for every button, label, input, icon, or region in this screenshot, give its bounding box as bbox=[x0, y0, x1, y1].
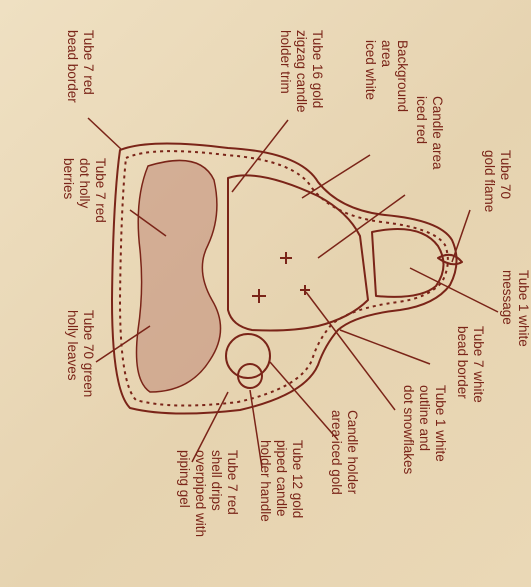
leader-snowflakes bbox=[306, 292, 395, 410]
label-candle-holder-area: Candle holder area iced gold bbox=[328, 410, 360, 495]
candle-holder bbox=[226, 334, 270, 378]
snowflake-2 bbox=[252, 289, 266, 303]
message-plaque bbox=[372, 229, 444, 297]
label-tube7-white-bead: Tube 7 white bead border bbox=[454, 326, 486, 403]
holly-wreath bbox=[137, 160, 221, 392]
leader-flame bbox=[452, 210, 470, 262]
snowflake-3 bbox=[300, 285, 310, 295]
label-tube70-gold-flame: Tube 70 gold flame bbox=[481, 150, 513, 212]
snowflake-1 bbox=[280, 252, 292, 264]
label-candle-area: Candle area iced red bbox=[413, 96, 445, 170]
leader-background bbox=[302, 155, 370, 198]
leader-white-bead bbox=[340, 330, 430, 364]
label-background-area: Background area iced white bbox=[362, 40, 410, 112]
label-tube1-snowflakes: Tube 1 white outline and dot snowflakes bbox=[400, 385, 448, 474]
label-tube7-holly-berries: Tube 7 red dot holly berries bbox=[60, 158, 108, 223]
label-tube70-holly-leaves: Tube 70 green holly leaves bbox=[64, 310, 96, 397]
candle-area-outline bbox=[228, 175, 368, 330]
label-tube1-message: Tube 1 white message bbox=[499, 270, 531, 347]
leader-bead-border bbox=[88, 118, 122, 150]
label-tube7-bead-border: Tube 7 red bead border bbox=[64, 30, 96, 103]
label-tube12-handle: Tube 12 gold piped candle holder handle bbox=[257, 440, 305, 522]
gold-flame bbox=[438, 255, 462, 264]
label-tube16-trim: Tube 16 gold zigzag candle holder trim bbox=[277, 30, 325, 113]
label-tube7-shell-drips: Tube 7 red shell drips overpiped with pi… bbox=[176, 450, 240, 537]
